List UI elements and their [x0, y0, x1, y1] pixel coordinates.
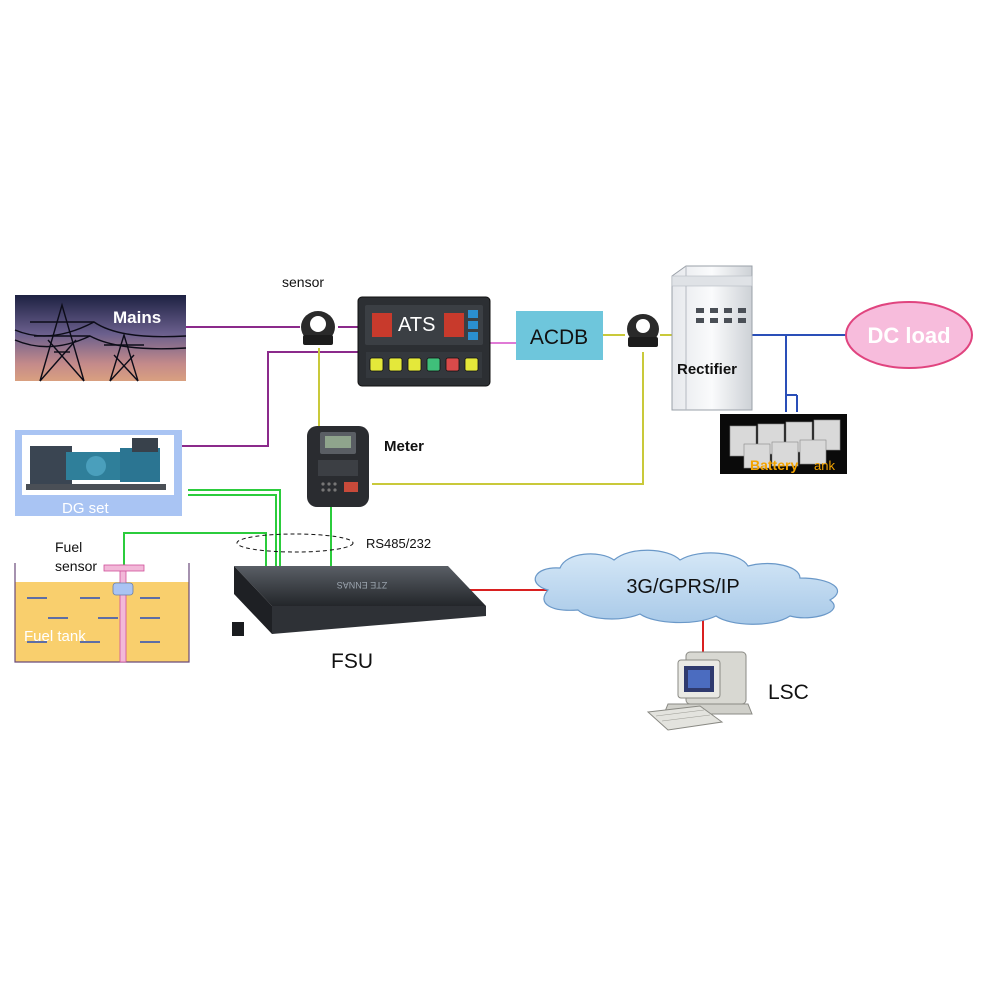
- rectifier-label: Rectifier: [677, 361, 737, 378]
- dg-to-fsu-line-2: [188, 494, 277, 570]
- diesel-generator-icon: [26, 438, 166, 490]
- dg-set-label: DG set: [62, 500, 110, 517]
- lsc-label: LSC: [768, 681, 809, 704]
- fuel-tank-block: Fuel tank: [14, 563, 190, 663]
- battery-label: Battery: [750, 457, 798, 473]
- dg-to-ats-line: [182, 351, 358, 447]
- dg-to-fsu-line-1: [188, 489, 281, 570]
- rs485-bus-ellipse: [236, 533, 354, 553]
- energy-meter-icon: [307, 426, 369, 507]
- acdb-label: ACDB: [530, 326, 588, 349]
- battery-tank-label: ank: [814, 458, 835, 473]
- battery-bank-icon: Battery ank: [720, 414, 847, 474]
- ats-controller-icon: ATS: [357, 296, 491, 387]
- mains-block: Mains: [14, 295, 187, 382]
- fuel-sensor-label-line1: Fuel: [55, 539, 82, 555]
- dc-load-block: DC load: [845, 301, 973, 369]
- acdb-block: ACDB: [516, 311, 603, 360]
- dc-load-label: DC load: [867, 323, 950, 348]
- svg-text:ZTE ENNAS: ZTE ENNAS: [337, 580, 388, 590]
- network-label: 3G/GPRS/IP: [626, 576, 739, 598]
- power-tower-icon: [14, 302, 187, 382]
- meter-label: Meter: [384, 438, 424, 455]
- ats-label: ATS: [398, 314, 435, 336]
- dg-set-block: DG set: [15, 430, 182, 517]
- rectifier-cabinet-icon: Rectifier: [671, 265, 753, 411]
- sensor-label: sensor: [282, 274, 324, 290]
- dc-bus-line: [785, 335, 797, 396]
- fsu-rack-icon: ZTE ENNAS: [232, 566, 486, 636]
- computer-icon: [646, 651, 753, 731]
- current-sensor-icon: [301, 311, 335, 345]
- mains-label: Mains: [113, 308, 161, 327]
- rs485-label: RS485/232: [366, 536, 431, 551]
- current-sensor-icon: [627, 314, 659, 347]
- fuel-sensor-to-fsu-line: [123, 532, 267, 570]
- fuel-tank-label: Fuel tank: [24, 628, 86, 645]
- fsu-label: FSU: [331, 650, 373, 673]
- fuel-sensor-label-line2: sensor: [55, 558, 97, 574]
- sensor2-to-meter-line: [372, 352, 644, 485]
- cloud-icon: 3G/GPRS/IP: [534, 549, 838, 625]
